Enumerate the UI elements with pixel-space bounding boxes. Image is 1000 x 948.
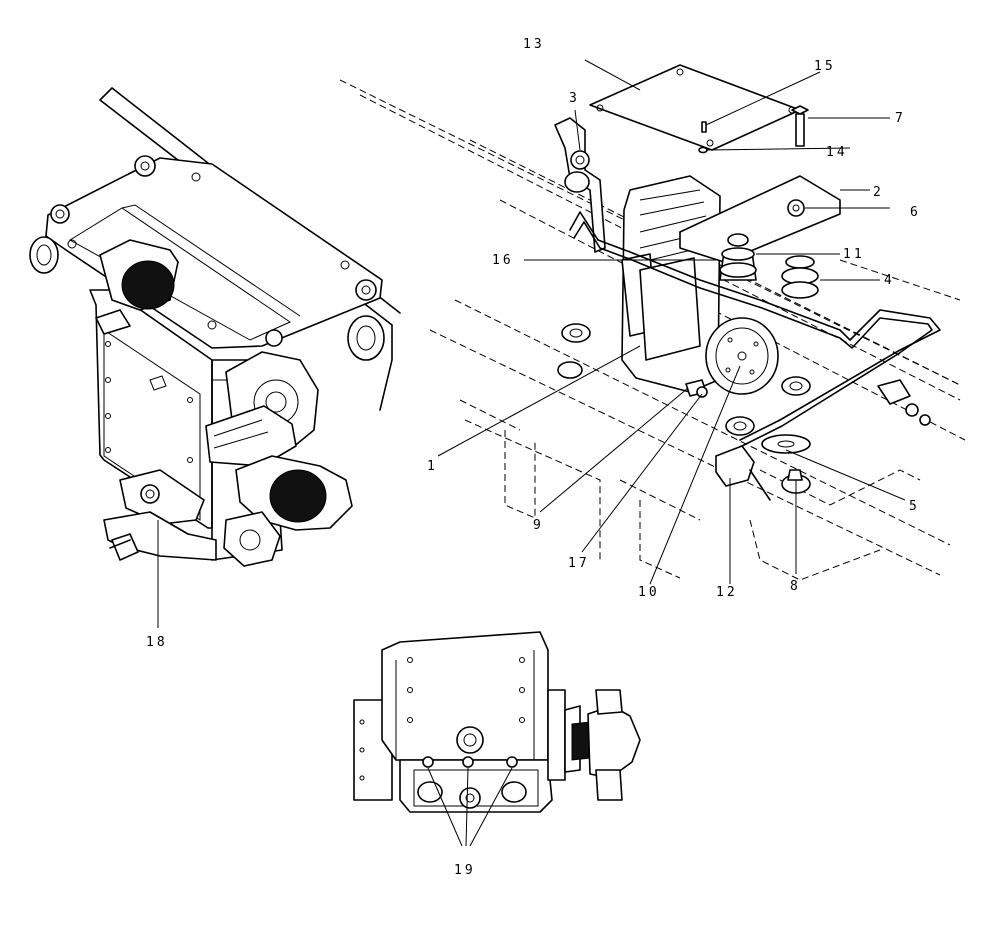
callout-10: 10 bbox=[638, 585, 660, 600]
callout-16: 16 bbox=[492, 253, 514, 268]
left-assembly-view bbox=[29, 87, 401, 628]
callout-labels: 13 15 3 7 14 2 6 11 16 4 1 5 9 17 8 12 1… bbox=[146, 37, 921, 878]
callout-14: 14 bbox=[826, 145, 848, 160]
callout-5: 5 bbox=[909, 499, 920, 514]
callout-7: 7 bbox=[895, 111, 906, 126]
callout-2: 2 bbox=[873, 185, 884, 200]
callout-11: 11 bbox=[843, 247, 865, 262]
callout-3: 3 bbox=[569, 91, 580, 106]
callout-19: 19 bbox=[454, 863, 476, 878]
callout-18: 18 bbox=[146, 635, 168, 650]
callout-17: 17 bbox=[568, 556, 590, 571]
right-exploded-view bbox=[339, 59, 966, 585]
callout-15: 15 bbox=[814, 59, 836, 74]
callout-9: 9 bbox=[533, 518, 544, 533]
callout-12: 12 bbox=[716, 585, 738, 600]
callout-13: 13 bbox=[523, 37, 545, 52]
callout-6: 6 bbox=[910, 205, 921, 220]
callout-8: 8 bbox=[790, 579, 801, 594]
callout-1: 1 bbox=[427, 459, 438, 474]
callout-4: 4 bbox=[884, 273, 895, 288]
bottom-end-view bbox=[353, 631, 641, 847]
